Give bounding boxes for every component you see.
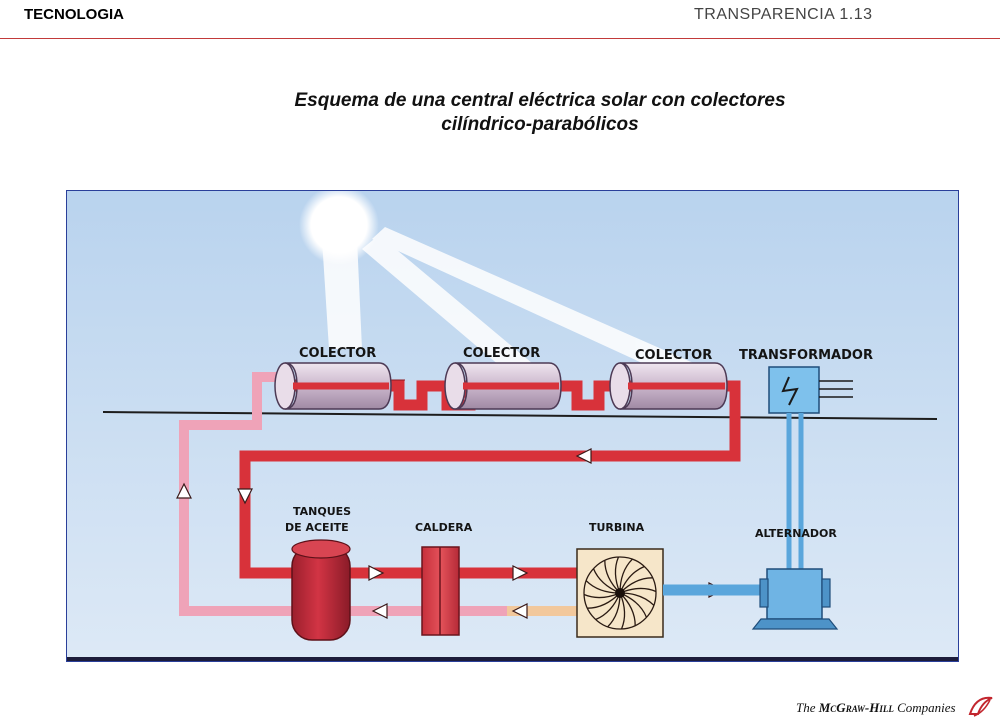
flow-arrow-left-icon-2 (371, 603, 388, 619)
flow-arrow-up-icon (176, 482, 192, 499)
ground-line (102, 411, 938, 420)
diagram-bottom-edge (67, 657, 958, 661)
label-collector-3: COLECTOR (635, 348, 712, 363)
collector-3 (609, 362, 728, 410)
title-line-2: cilíndrico-parabólicos (441, 114, 639, 135)
flow-arrow-left-icon (575, 448, 592, 464)
label-collector-2: COLECTOR (463, 346, 540, 361)
electric-link (786, 413, 804, 569)
label-turbine: TURBINA (589, 521, 645, 534)
label-tanks-line-1: TANQUES (293, 505, 351, 518)
label-boiler: CALDERA (415, 521, 473, 534)
header-divider (0, 38, 1000, 39)
transformer (768, 366, 853, 414)
lightning-icon (781, 376, 799, 406)
header-slide-number: TRANSPARENCIA 1.13 (694, 6, 873, 23)
label-alternator: ALTERNADOR (755, 527, 837, 540)
title-line-1: Esquema de una central eléctrica solar c… (294, 90, 786, 111)
flow-arrow-right-icon-2 (512, 565, 529, 581)
page-title: Esquema de una central eléctrica solar c… (220, 89, 860, 137)
solar-plant-diagram: COLECTOR COLECTOR COLECTOR TRANSFORMADOR… (66, 190, 959, 662)
flow-arrow-right-icon (368, 565, 385, 581)
brand-name: McGraw-Hill (818, 700, 894, 715)
oil-tanks (291, 539, 351, 641)
flow-arrows (176, 448, 725, 619)
diagram-canvas: COLECTOR COLECTOR COLECTOR TRANSFORMADOR… (67, 191, 958, 661)
collector-1 (274, 362, 392, 410)
brand-suffix: Companies (893, 700, 956, 715)
header-section-title: TECNOLOGIA (24, 6, 124, 23)
alternator (751, 568, 839, 630)
publisher-logo-text: The McGraw-Hill Companies (796, 700, 956, 716)
turbine-rotor-ring (583, 556, 657, 630)
sun-rays (322, 227, 707, 379)
boiler (421, 546, 460, 636)
turbine (576, 548, 664, 638)
collector-2 (444, 362, 562, 410)
flow-arrow-down-icon (237, 488, 253, 505)
label-transformer: TRANSFORMADOR (739, 348, 873, 363)
label-collector-1: COLECTOR (299, 346, 376, 361)
label-tanks-line-2: DE ACEITE (285, 521, 349, 534)
flow-arrow-left-icon-3 (511, 603, 528, 619)
sun-icon (299, 191, 379, 265)
brand-prefix: The (796, 700, 819, 715)
publisher-logo-icon (968, 696, 993, 717)
